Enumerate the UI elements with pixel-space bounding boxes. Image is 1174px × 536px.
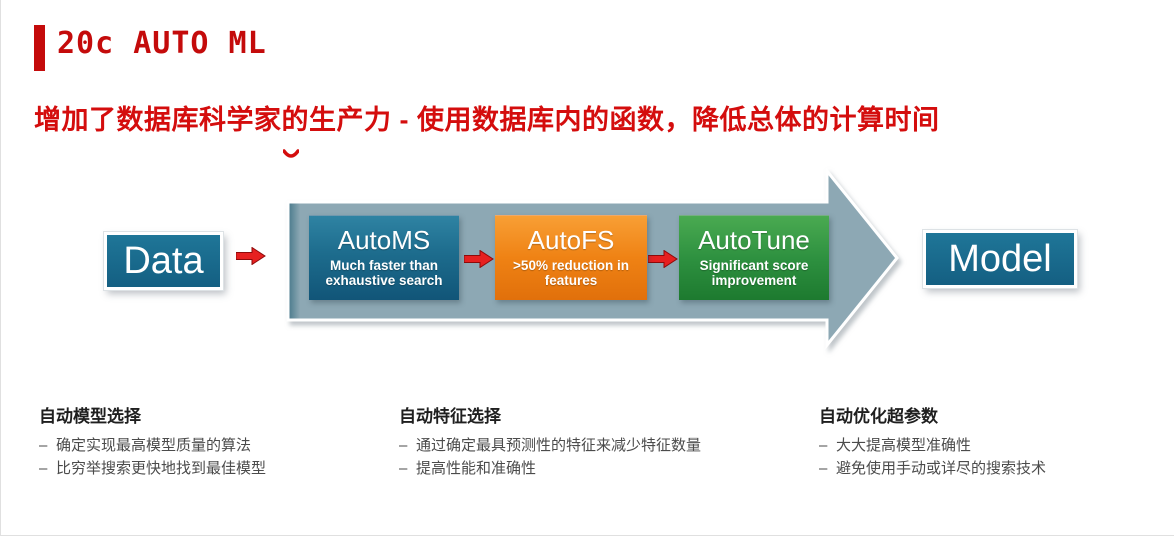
stage-desc: Significant score improvement bbox=[699, 257, 809, 289]
bullet-item: 比穷举搜索更快地找到最佳模型 bbox=[39, 458, 389, 481]
feature-column-feature-selection: 自动特征选择 通过确定最具预测性的特征来减少特征数量 提高性能和准确性 bbox=[399, 402, 809, 480]
title-accent-bar bbox=[34, 25, 45, 71]
slide-subtitle: 增加了数据库科学家的生产力 - 使用数据库内的函数，降低总体的计算时间 bbox=[34, 105, 940, 135]
data-box-label: Data bbox=[123, 239, 204, 282]
slide-title: 20c AUTO ML bbox=[57, 26, 267, 61]
feature-column-hyperparameter-tuning: 自动优化超参数 大大提高模型准确性 避免使用手动或详尽的搜索技术 bbox=[819, 402, 1169, 480]
stage-desc: Much faster than exhaustive search bbox=[325, 257, 443, 289]
feature-column-model-selection: 自动模型选择 确定实现最高模型质量的算法 比穷举搜索更快地找到最佳模型 bbox=[39, 402, 389, 480]
bullet-item: 避免使用手动或详尽的搜索技术 bbox=[819, 458, 1169, 481]
model-box-label: Model bbox=[948, 237, 1052, 280]
column-bullet-list: 大大提高模型准确性 避免使用手动或详尽的搜索技术 bbox=[819, 435, 1169, 480]
column-heading: 自动优化超参数 bbox=[819, 407, 938, 426]
bullet-item: 大大提高模型准确性 bbox=[819, 435, 1169, 458]
bullet-item: 确定实现最高模型质量的算法 bbox=[39, 435, 389, 458]
data-box: Data bbox=[104, 232, 223, 290]
bullet-item: 通过确定最具预测性的特征来减少特征数量 bbox=[399, 435, 809, 458]
flow-arrow-icon bbox=[236, 247, 266, 265]
column-bullet-list: 通过确定最具预测性的特征来减少特征数量 提高性能和准确性 bbox=[399, 435, 809, 480]
column-heading: 自动特征选择 bbox=[399, 407, 501, 426]
cropped-text-fragment bbox=[283, 149, 299, 158]
stage-title: AutoFS bbox=[527, 225, 615, 256]
stage-box-autofs: AutoFS >50% reduction in features bbox=[495, 215, 647, 300]
bullet-item: 提高性能和准确性 bbox=[399, 458, 809, 481]
column-heading: 自动模型选择 bbox=[39, 407, 141, 426]
model-box: Model bbox=[923, 230, 1077, 288]
flow-arrow-icon bbox=[464, 250, 494, 268]
stage-desc: >50% reduction in features bbox=[513, 257, 629, 289]
flow-arrow-icon bbox=[648, 250, 678, 268]
stage-box-automs: AutoMS Much faster than exhaustive searc… bbox=[309, 215, 459, 300]
stage-title: AutoTune bbox=[698, 225, 810, 256]
stage-box-autotune: AutoTune Significant score improvement bbox=[679, 215, 829, 300]
column-bullet-list: 确定实现最高模型质量的算法 比穷举搜索更快地找到最佳模型 bbox=[39, 435, 389, 480]
stage-title: AutoMS bbox=[337, 225, 431, 256]
